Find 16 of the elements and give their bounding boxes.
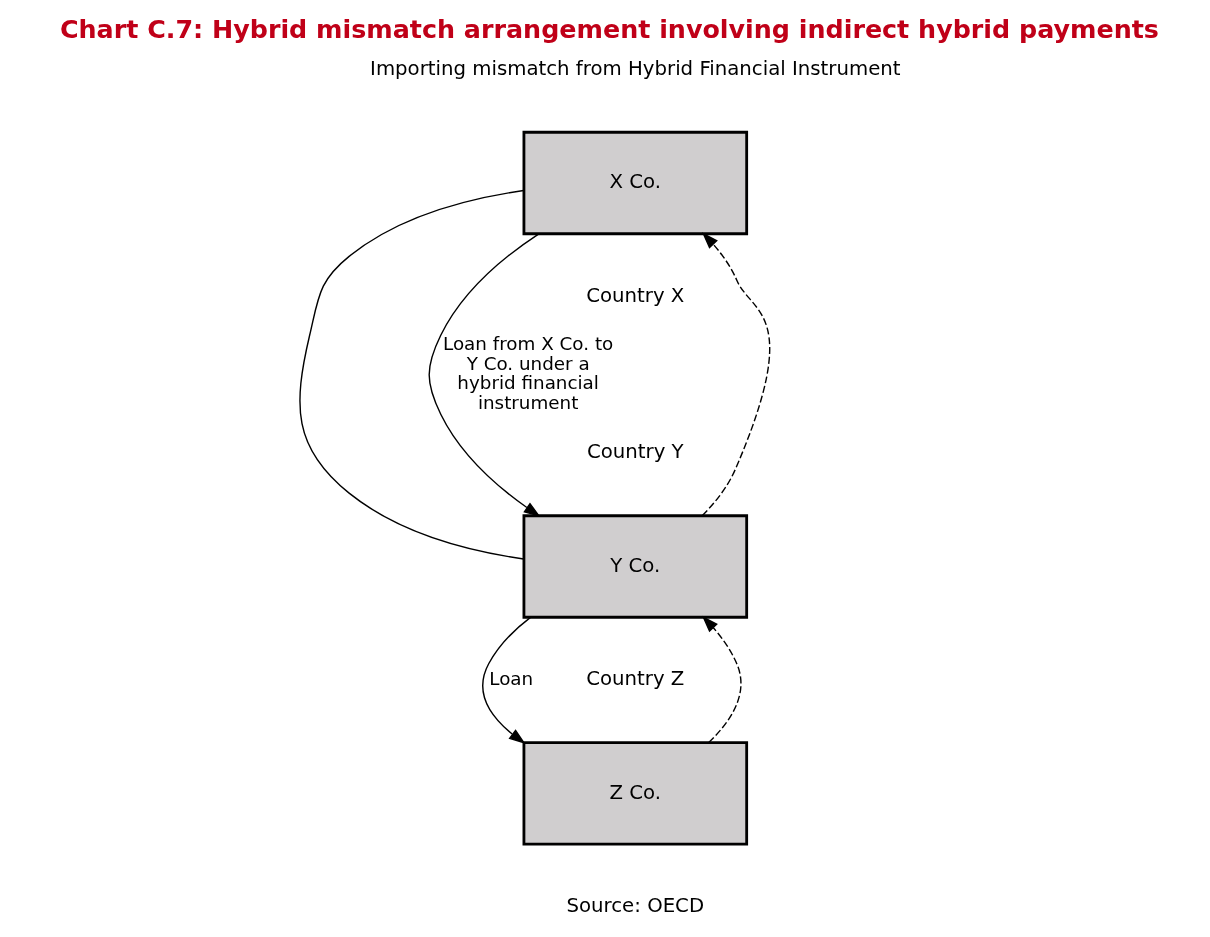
label: Importing mismatch from Hybrid Financial Instrument bbox=[369, 56, 901, 80]
connector bbox=[298, 189, 524, 560]
arrow bbox=[701, 232, 770, 517]
label: Country Y bbox=[586, 440, 684, 464]
edge-label: Loan from X Co. to Y Co. under a hybrid financial instrument bbox=[442, 332, 613, 414]
label: Country Z bbox=[585, 667, 684, 691]
node-box: Z Co. bbox=[522, 741, 748, 846]
arrow bbox=[427, 233, 541, 517]
node-box: X Co. bbox=[522, 130, 748, 236]
arrow bbox=[481, 616, 531, 745]
label: Source: OECD bbox=[566, 894, 704, 918]
label: Country X bbox=[585, 283, 684, 307]
diagram-title: Chart C.7: Hybrid mismatch arrangement involving indirect hybrid payments bbox=[59, 14, 1159, 45]
edge-label: Loan bbox=[488, 667, 533, 689]
arrow bbox=[701, 615, 742, 744]
node-box: Y Co. bbox=[522, 514, 748, 619]
